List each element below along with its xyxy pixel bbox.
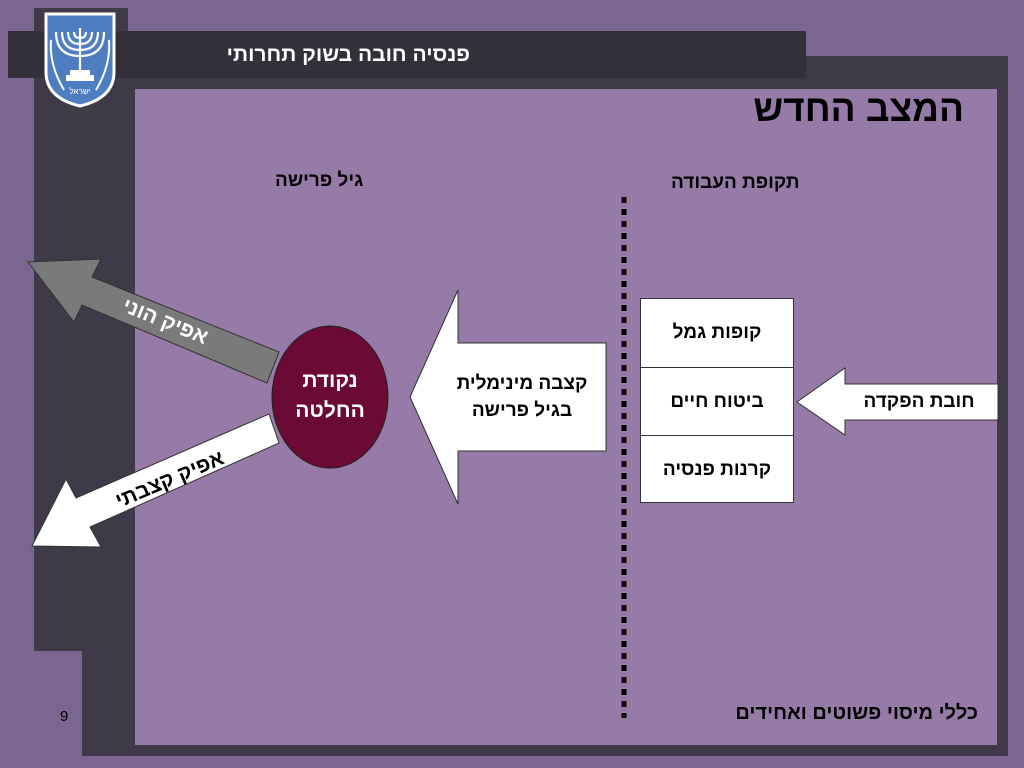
box-divider bbox=[641, 367, 793, 368]
product-life-insurance: ביטוח חיים bbox=[670, 391, 764, 412]
annuity-option-arrow bbox=[31, 413, 280, 548]
footer-note: כללי מיסוי פשוטים ואחידים bbox=[735, 702, 978, 724]
decision-point-line1: נקודת bbox=[302, 369, 358, 392]
capital-option-arrow bbox=[27, 258, 280, 384]
state-emblem-icon: ישראל bbox=[44, 12, 116, 108]
product-provident-funds: קופות גמל bbox=[672, 322, 762, 343]
header-bar bbox=[8, 31, 806, 78]
box-divider bbox=[641, 435, 793, 436]
minimum-annuity-arrow bbox=[409, 289, 607, 505]
minimum-annuity-line2: בגיל פרישה bbox=[471, 400, 573, 421]
header-title: פנסיה חובה בשוק תחרותי bbox=[226, 43, 470, 66]
minimum-annuity-line1: קצבה מינימלית bbox=[456, 373, 588, 394]
decision-point-circle bbox=[271, 325, 389, 469]
retirement-age-heading: גיל פרישה bbox=[275, 170, 364, 191]
decision-point-label: נקודת החלטה bbox=[282, 366, 378, 426]
products-box: קופות גמל ביטוח חיים קרנות פנסיה bbox=[640, 298, 794, 503]
product-pension-funds: קרנות פנסיה bbox=[662, 459, 772, 480]
deposit-obligation-label: חובת הפקדה bbox=[863, 391, 975, 412]
decision-point-line2: החלטה bbox=[295, 399, 365, 422]
deposit-obligation-arrow bbox=[796, 367, 999, 436]
page-number: 9 bbox=[60, 708, 69, 725]
minimum-annuity-label: קצבה מינימלית בגיל פרישה bbox=[440, 370, 604, 424]
slide-title: המצב החדש bbox=[753, 88, 964, 129]
working-period-heading: תקופת העבודה bbox=[671, 172, 800, 193]
emblem-caption: ישראל bbox=[69, 87, 90, 96]
